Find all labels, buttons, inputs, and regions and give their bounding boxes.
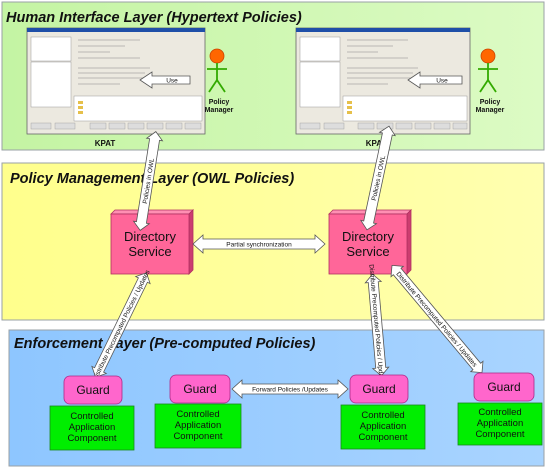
component-4-line1: Controlled xyxy=(478,407,521,418)
kpat-caption-right: KPAT xyxy=(366,139,387,148)
policy-management-layer: Policy Management Layer (OWL Policies) xyxy=(1,162,545,321)
guard-2-label: Guard xyxy=(183,382,216,396)
component-2-line3: Component xyxy=(173,431,222,442)
partial-sync-label: Partial synchronization xyxy=(226,242,292,249)
directory-service-left: Directory Service xyxy=(110,209,194,275)
human-layer-title: Human Interface Layer (Hypertext Policie… xyxy=(6,10,302,26)
component-1-line2: Application xyxy=(69,422,115,433)
policy-manager-label-right-2: Manager xyxy=(476,107,505,114)
component-2: Controlled Application Component xyxy=(154,403,242,449)
guard-4: Guard xyxy=(473,372,535,402)
component-1-line3: Component xyxy=(67,433,116,444)
policy-manager-label-left-1: Policy xyxy=(209,99,230,106)
component-3-line1: Controlled xyxy=(361,410,404,421)
guard-4-label: Guard xyxy=(487,380,520,394)
component-4: Controlled Application Component xyxy=(457,402,543,446)
policy-manager-label-left-2: Manager xyxy=(205,107,234,114)
use-arrow-right: Use xyxy=(407,71,463,89)
guard-2: Guard xyxy=(169,374,231,404)
kpat-window-right xyxy=(295,27,471,135)
component-3-line3: Component xyxy=(358,432,407,443)
component-4-line3: Component xyxy=(475,429,524,440)
guard-3: Guard xyxy=(349,374,409,404)
forward-updates-arrow: Forward Policies /Updates xyxy=(231,379,349,399)
component-1-line1: Controlled xyxy=(70,411,113,422)
directory-service-right-line1: Directory xyxy=(342,229,395,244)
component-2-line1: Controlled xyxy=(176,409,219,420)
enforcement-layer-title: Enforcement Layer (Pre-computed Policies… xyxy=(14,336,316,352)
component-3: Controlled Application Component xyxy=(340,404,426,450)
component-3-line2: Application xyxy=(360,421,406,432)
policy-manager-icon-left xyxy=(207,48,227,93)
component-1: Controlled Application Component xyxy=(49,405,135,451)
policy-manager-icon-right xyxy=(478,48,498,93)
directory-service-right-line2: Service xyxy=(346,244,389,259)
component-2-line2: Application xyxy=(175,420,221,431)
directory-service-left-line1: Directory xyxy=(124,229,177,244)
partial-sync-arrow: Partial synchronization xyxy=(192,234,326,254)
forward-updates-label: Forward Policies /Updates xyxy=(252,387,329,394)
directory-service-left-line2: Service xyxy=(128,244,171,259)
guard-3-label: Guard xyxy=(362,382,395,396)
use-label-right: Use xyxy=(436,78,448,85)
policy-manager-label-right-1: Policy xyxy=(480,99,501,106)
guard-1-label: Guard xyxy=(76,383,109,397)
use-label-left: Use xyxy=(166,78,178,85)
use-arrow-left: Use xyxy=(139,71,191,89)
kpat-caption-left: KPAT xyxy=(95,139,116,148)
guard-1: Guard xyxy=(63,375,123,405)
component-4-line2: Application xyxy=(477,418,523,429)
